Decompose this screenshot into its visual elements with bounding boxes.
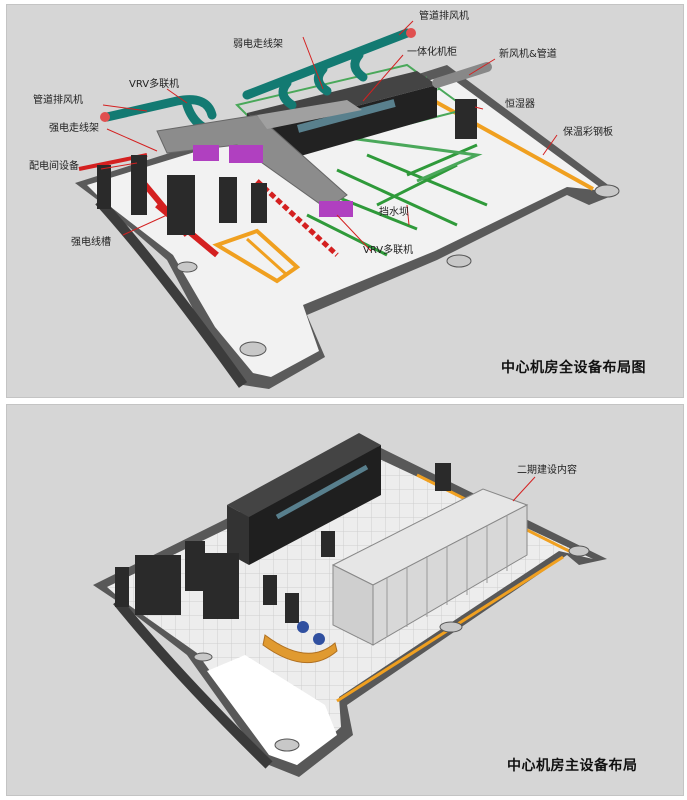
column xyxy=(239,341,267,357)
distribution-cabinets xyxy=(115,541,299,623)
leader-lines xyxy=(100,20,558,252)
column xyxy=(176,261,198,273)
callout-strong-tray: 强电走线架 xyxy=(49,123,99,134)
callout-distribution: 配电间设备 xyxy=(29,161,79,172)
chair xyxy=(313,633,325,645)
column xyxy=(446,254,472,268)
curved-wall xyxy=(95,197,248,388)
column xyxy=(594,184,620,198)
exhaust-fan xyxy=(406,28,416,38)
callout-fresh-air: 新风机&管道 xyxy=(499,49,557,60)
leader-line xyxy=(512,476,536,502)
orange-trim-bottom xyxy=(245,237,289,277)
callout-phase-two: 二期建设内容 xyxy=(517,465,577,476)
callout-pipe-fan-left: 管道排风机 xyxy=(33,95,83,106)
callout-water-dam: 挡水坝 xyxy=(379,207,409,218)
vrv-unit xyxy=(193,145,219,161)
small-cabinet xyxy=(321,531,335,557)
main-layout-drawing xyxy=(93,433,607,777)
operator-desk xyxy=(262,634,338,664)
phase-two-modules xyxy=(331,488,529,646)
humidity-unit xyxy=(435,463,451,491)
orange-trim-left xyxy=(212,228,301,284)
callout-pipe-fan-top: 管道排风机 xyxy=(419,11,469,22)
fresh-air-duct xyxy=(432,62,492,88)
callout-weak-tray: 弱电走线架 xyxy=(233,39,283,50)
water-dam-lines xyxy=(306,143,488,257)
callout-strong-trough: 强电线槽 xyxy=(71,237,111,248)
callout-integrated-cabinet: 一体化机柜 xyxy=(407,47,457,58)
callout-vrv-bottom: VRV多联机 xyxy=(363,245,414,256)
main-cabinet-row xyxy=(227,433,381,565)
humidity-unit xyxy=(455,99,477,139)
callout-insulated-panel: 保温彩钢板 xyxy=(563,127,613,138)
caption-full-layout: 中心机房全设备布局图 xyxy=(501,360,646,376)
caption-main-layout: 中心机房主设备布局 xyxy=(507,758,638,774)
exhaust-duct-teal xyxy=(102,28,412,134)
callout-vrv-top: VRV多联机 xyxy=(129,79,180,90)
vrv-unit xyxy=(319,201,353,217)
distribution-cabinets xyxy=(97,155,267,235)
curved-wall xyxy=(113,597,273,769)
chair xyxy=(297,621,309,633)
column xyxy=(274,738,300,752)
column xyxy=(193,652,213,662)
vrv-unit xyxy=(229,145,263,163)
main-equipment-layout-panel: 二期建设内容 中心机房主设备布局 xyxy=(6,404,684,796)
column xyxy=(439,621,463,633)
callout-humidity: 恒湿器 xyxy=(505,99,535,110)
column xyxy=(568,545,590,557)
full-layout-drawing xyxy=(75,20,620,389)
full-equipment-layout-panel: 管道排风机 弱电走线架 一体化机柜 新风机&管道 VRV多联机 管道排风机 恒湿… xyxy=(6,4,684,398)
entrance-area xyxy=(207,655,337,765)
exhaust-fan xyxy=(100,112,110,122)
